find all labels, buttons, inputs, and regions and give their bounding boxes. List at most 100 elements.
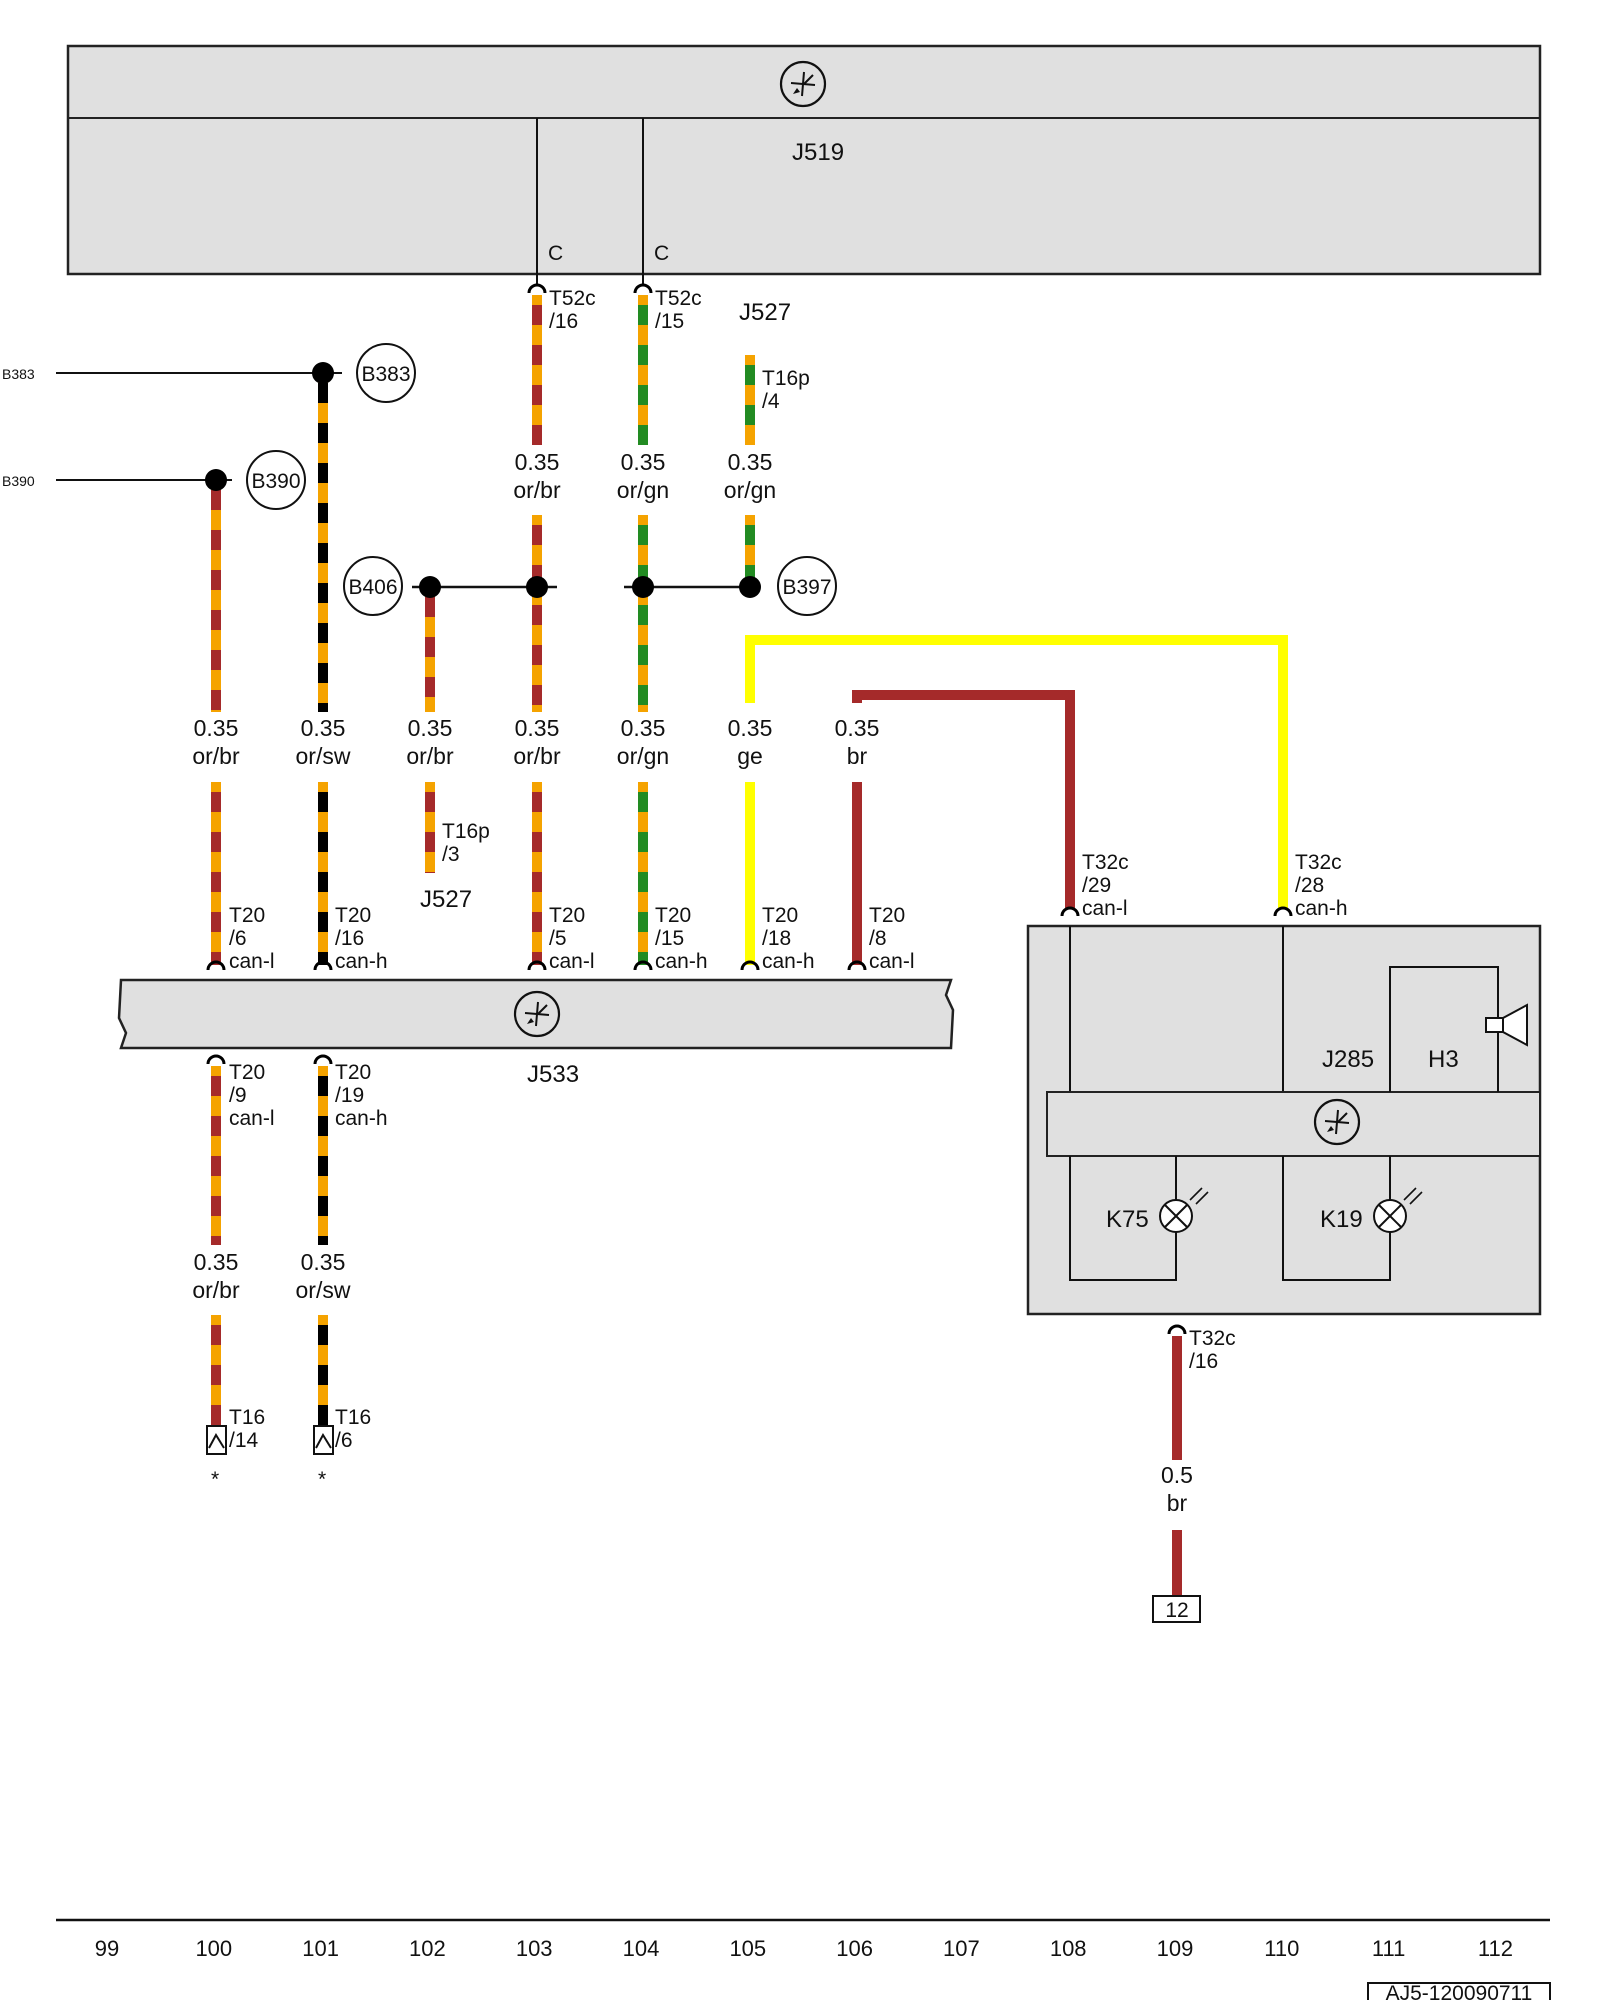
junction-dot [205, 469, 227, 491]
j519-control-unit: J519 C C [66, 44, 1542, 285]
h3-label: H3 [1428, 1046, 1459, 1073]
connector-label: T16p [442, 820, 490, 843]
pin-icon [206, 1425, 227, 1455]
connector-label: T52c [549, 287, 596, 310]
wire-size-label: 0.35 [301, 715, 346, 741]
connector-label: T32c [1082, 851, 1129, 874]
plug-icon [206, 1054, 226, 1066]
b390-splice-label: B390 [251, 470, 300, 493]
b397-splice-label: B397 [782, 576, 831, 599]
connector-label: /18 [762, 927, 791, 950]
b390-left-label: B390 [2, 473, 35, 489]
connector-label: /15 [655, 310, 684, 333]
plug-icon [527, 283, 547, 295]
column-number: 99 [95, 1936, 119, 1961]
j527-label: J527 [739, 299, 791, 326]
junction-dot [739, 576, 761, 598]
plug-icon [1167, 1324, 1187, 1336]
plug-icon [1273, 906, 1293, 918]
plug-icon [313, 960, 333, 972]
connector-label: /3 [442, 843, 460, 866]
wire-labels: 0.35 or/br 0.35 or/gn 0.35 or/gn 0.35 or… [192, 449, 1193, 1516]
wire-size-label: 0.35 [515, 715, 560, 741]
junction-dot [632, 576, 654, 598]
connector-label: /5 [549, 927, 567, 950]
speaker-icon [1485, 1003, 1528, 1047]
plug-icon [740, 960, 760, 972]
wire-color-label: or/sw [296, 1277, 351, 1303]
wire-color-label: or/br [513, 743, 561, 769]
wire-color-label: or/sw [296, 743, 351, 769]
plug-icon [847, 960, 867, 972]
connector-label: /16 [335, 927, 364, 950]
column-number: 109 [1157, 1936, 1194, 1961]
column-number: 104 [623, 1936, 660, 1961]
plug-icon [313, 1054, 333, 1066]
connector-label: /16 [549, 310, 578, 333]
ground-label: 12 [1165, 1599, 1188, 1622]
j285-label: J285 [1322, 1046, 1374, 1073]
connector-label: /8 [869, 927, 887, 950]
connector-label: can-l [1082, 897, 1128, 920]
connector-label: can-h [655, 950, 708, 973]
connector-label: can-h [335, 950, 388, 973]
branch-labels: B383 B390 B383 B390 B406 B397 [2, 343, 837, 616]
wire-size-label: 0.35 [301, 1249, 346, 1275]
connector-label: T32c [1189, 1327, 1236, 1350]
connector-label: can-h [1295, 897, 1348, 920]
wire-size-label: 0.35 [194, 715, 239, 741]
wire-color-label: or/gn [617, 477, 669, 503]
wire-size-label: 0.35 [728, 449, 773, 475]
wire-size-label: 0.35 [621, 449, 666, 475]
connector-label: /4 [762, 390, 780, 413]
connector-labels: T52c /16 T52c /15 J527 T16p /4 T16p /3 J… [229, 287, 1348, 1452]
b383-splice: B383 [356, 343, 416, 403]
wire-color-label: ge [737, 743, 763, 769]
column-number: 112 [1478, 1936, 1513, 1961]
connector-c-label: C [548, 242, 563, 265]
wire-size-label: 0.35 [515, 449, 560, 475]
b406-splice: B406 [343, 556, 403, 616]
column-number: 106 [836, 1936, 873, 1961]
column-number: 103 [516, 1936, 553, 1961]
connector-label: /6 [229, 927, 247, 950]
b383-left-label: B383 [2, 366, 35, 382]
plug-icon [527, 960, 547, 972]
connector-label: can-l [229, 1107, 275, 1130]
asterisk: * [318, 1468, 326, 1491]
wire-106-brown-upper [852, 690, 1075, 908]
terminal-pins: * * 12 [206, 1425, 1201, 1623]
b397-splice: B397 [777, 556, 837, 616]
b406-splice-label: B406 [348, 576, 397, 599]
junction-dot [526, 576, 548, 598]
connector-label: /15 [655, 927, 684, 950]
warning-lamp-icon [1159, 1187, 1209, 1233]
b390-splice: B390 [246, 450, 306, 510]
plug-icon [633, 960, 653, 972]
connector-label: T20 [655, 904, 691, 927]
k75-label: K75 [1106, 1206, 1149, 1233]
wire-color-label: or/br [192, 743, 240, 769]
j527-label: J527 [420, 886, 472, 913]
connector-label: can-l [549, 950, 595, 973]
connector-label: can-l [869, 950, 915, 973]
wire-color-label: br [847, 743, 868, 769]
connector-label: T20 [549, 904, 585, 927]
wire-color-label: br [1167, 1490, 1188, 1516]
footer-code-box [1367, 1982, 1551, 2000]
connector-label: T16p [762, 367, 810, 390]
connector-c-label: C [654, 242, 669, 265]
connector-label: T20 [229, 1061, 265, 1084]
plug-icon [206, 960, 226, 972]
connector-label: /29 [1082, 874, 1111, 897]
wire-size-label: 0.35 [835, 715, 880, 741]
wire-color-label: or/br [406, 743, 454, 769]
wire-size-label: 0.35 [194, 1249, 239, 1275]
wire-105-yellow-upper [745, 635, 1288, 908]
connector-label: /19 [335, 1084, 364, 1107]
pin-icon [313, 1425, 334, 1455]
column-number: 107 [943, 1936, 980, 1961]
asterisk: * [211, 1468, 219, 1491]
